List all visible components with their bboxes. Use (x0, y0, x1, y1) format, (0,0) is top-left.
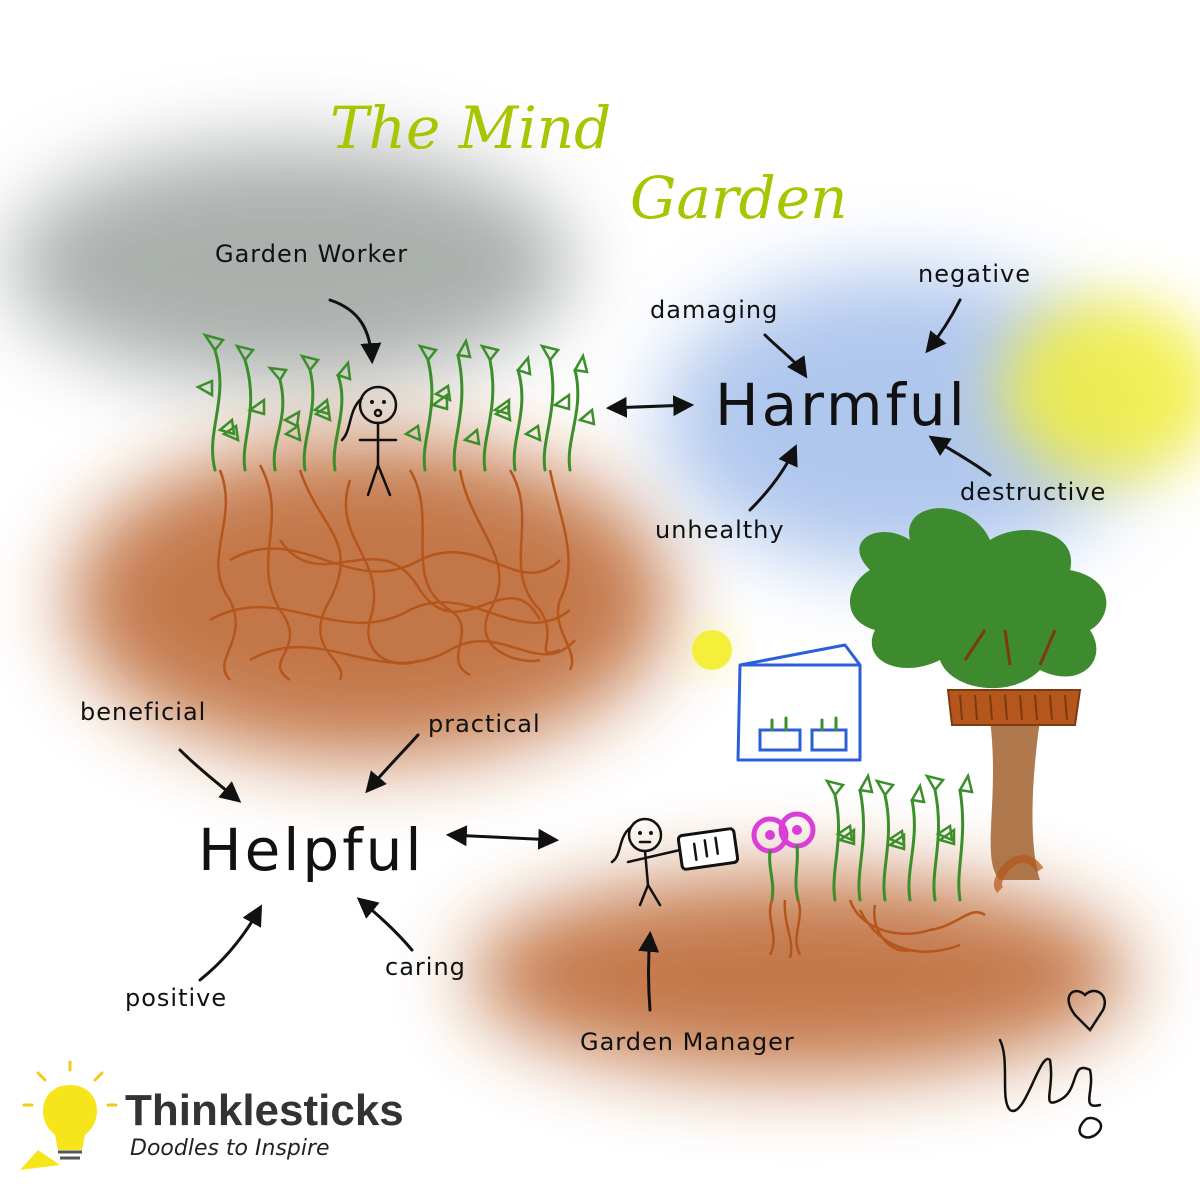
arrow-positive (198, 904, 263, 982)
title-line-1: The Mind (330, 94, 611, 162)
tangled-roots (209, 464, 576, 682)
greenhouse (736, 643, 862, 762)
brown-soil-bottom (470, 875, 1130, 1075)
arrow-damaging (763, 333, 808, 379)
flower-left (751, 816, 789, 902)
garden-worker-arrow (328, 298, 382, 365)
word-negative: negative (918, 260, 1031, 288)
logo-tagline: Doodles to Inspire (130, 1136, 330, 1161)
weeds-top (195, 332, 596, 472)
arrow-destructive (928, 435, 992, 477)
word-destructive: destructive (960, 478, 1106, 506)
arrow-negative (925, 298, 962, 354)
helpful-node: Helpful (198, 816, 425, 884)
background-washes (10, 145, 1200, 1075)
garden-manager-figure (610, 817, 740, 907)
arrow-practical (365, 733, 420, 794)
helpful-manager-link (445, 825, 560, 850)
yellow-sun-wash (1000, 300, 1200, 480)
arrow-beneficial (178, 748, 242, 803)
word-damaging: damaging (650, 296, 778, 324)
arrow-unhealthy (748, 444, 798, 512)
lightbulb-icon (20, 1060, 118, 1170)
word-caring: caring (385, 953, 466, 981)
garden-manager-label: Garden Manager (580, 1028, 795, 1056)
word-unhealthy: unhealthy (655, 516, 785, 544)
grey-cloud (10, 145, 570, 385)
small-sun-core (692, 630, 732, 670)
word-practical: practical (428, 710, 541, 738)
word-beneficial: beneficial (80, 698, 206, 726)
harmful-node: Harmful (715, 371, 968, 439)
tidy-plants (824, 772, 986, 953)
word-positive: positive (125, 984, 227, 1012)
title-line-2: Garden (630, 164, 847, 232)
arrow-caring (356, 897, 414, 952)
tree (850, 508, 1107, 893)
brown-soil-top (70, 440, 670, 760)
garden-worker-label: Garden Worker (215, 240, 408, 268)
flower-right (778, 811, 816, 902)
logo-name: Thinklesticks (125, 1086, 404, 1135)
worker-harmful-link (605, 395, 695, 418)
artist-signature (998, 989, 1106, 1139)
flowers (751, 811, 816, 959)
garden-worker-figure (340, 385, 398, 497)
garden-manager-arrow (638, 930, 660, 1012)
thinklesticks-logo: Thinklesticks Doodles to Inspire (20, 1060, 404, 1170)
